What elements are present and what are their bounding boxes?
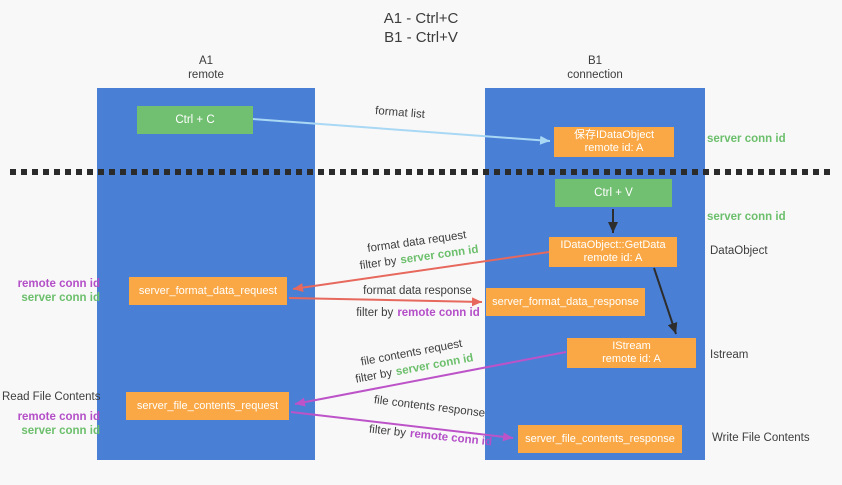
node-ctrl-v-label: Ctrl + V	[594, 186, 633, 199]
node-idataobject-getdata-subtitle: remote id: A	[583, 252, 643, 264]
remote-conn-id-text: remote conn id	[409, 427, 493, 449]
filter-by-text: filter by	[359, 255, 398, 273]
lane-header-b1: B1 connection	[485, 54, 705, 82]
node-ctrl-v: Ctrl + V	[555, 179, 672, 207]
node-server-format-data-request-label: server_format_data_request	[138, 284, 278, 297]
node-server-format-data-request: server_format_data_request	[129, 277, 287, 305]
node-server-format-data-response-label: server_format_data_response	[492, 295, 639, 308]
label-server-conn-id-mid-right: server conn id	[707, 211, 786, 223]
lane-a1-role: remote	[188, 69, 224, 81]
node-istream: IStream remote id: A	[567, 338, 696, 368]
node-istream-subtitle: remote id: A	[602, 353, 661, 365]
label-format-data-response: format data response	[363, 285, 472, 297]
filter-by-text: filter by	[368, 423, 407, 440]
label-read-file-contents: Read File Contents	[2, 391, 101, 403]
dotted-divider-line	[10, 169, 832, 175]
lane-header-a1: A1 remote	[97, 54, 315, 82]
lane-a1-name: A1	[198, 55, 214, 67]
title-line-2: B1 - Ctrl+V	[384, 29, 458, 46]
node-server-file-contents-request: server_file_contents_request	[126, 392, 289, 420]
label-write-file-contents: Write File Contents	[712, 432, 810, 444]
node-save-dataobject: 保存IDataObject remote id: A	[554, 127, 674, 157]
label-remote-conn-id-left-top: remote conn id	[17, 278, 100, 290]
node-ctrl-c: Ctrl + C	[137, 106, 253, 134]
node-istream-title: IStream	[612, 340, 651, 352]
node-idataobject-getdata-title: IDataObject::GetData	[560, 239, 666, 251]
node-save-dataobject-title: 保存IDataObject	[573, 129, 655, 141]
label-istream: Istream	[710, 349, 749, 361]
label-server-conn-id-left-bottom: server conn id	[21, 425, 100, 437]
node-server-file-contents-response: server_file_contents_response	[518, 425, 682, 453]
label-server-conn-id-top-right: server conn id	[707, 133, 786, 145]
node-server-file-contents-request-label: server_file_contents_request	[136, 399, 279, 412]
node-server-format-data-response: server_format_data_response	[486, 288, 645, 316]
label-remote-conn-id-left-bottom: remote conn id	[17, 411, 100, 423]
label-dataobject: DataObject	[710, 245, 768, 257]
lane-b1-role: connection	[567, 69, 623, 81]
diagram-title: A1 - Ctrl+C B1 - Ctrl+V	[0, 9, 842, 47]
node-save-dataobject-subtitle: remote id: A	[584, 142, 644, 154]
node-ctrl-c-label: Ctrl + C	[175, 113, 215, 126]
lane-b1-name: B1	[587, 55, 603, 67]
filter-by-text: filter by	[354, 367, 394, 386]
title-line-1: A1 - Ctrl+C	[383, 10, 459, 27]
node-idataobject-getdata: IDataObject::GetData remote id: A	[549, 237, 677, 267]
remote-conn-id-text: remote conn id	[397, 307, 480, 319]
label-server-conn-id-left-top: server conn id	[21, 292, 100, 304]
node-server-file-contents-response-label: server_file_contents_response	[525, 432, 675, 445]
label-format-list: format list	[374, 105, 426, 121]
filter-by-text: filter by	[356, 307, 394, 319]
